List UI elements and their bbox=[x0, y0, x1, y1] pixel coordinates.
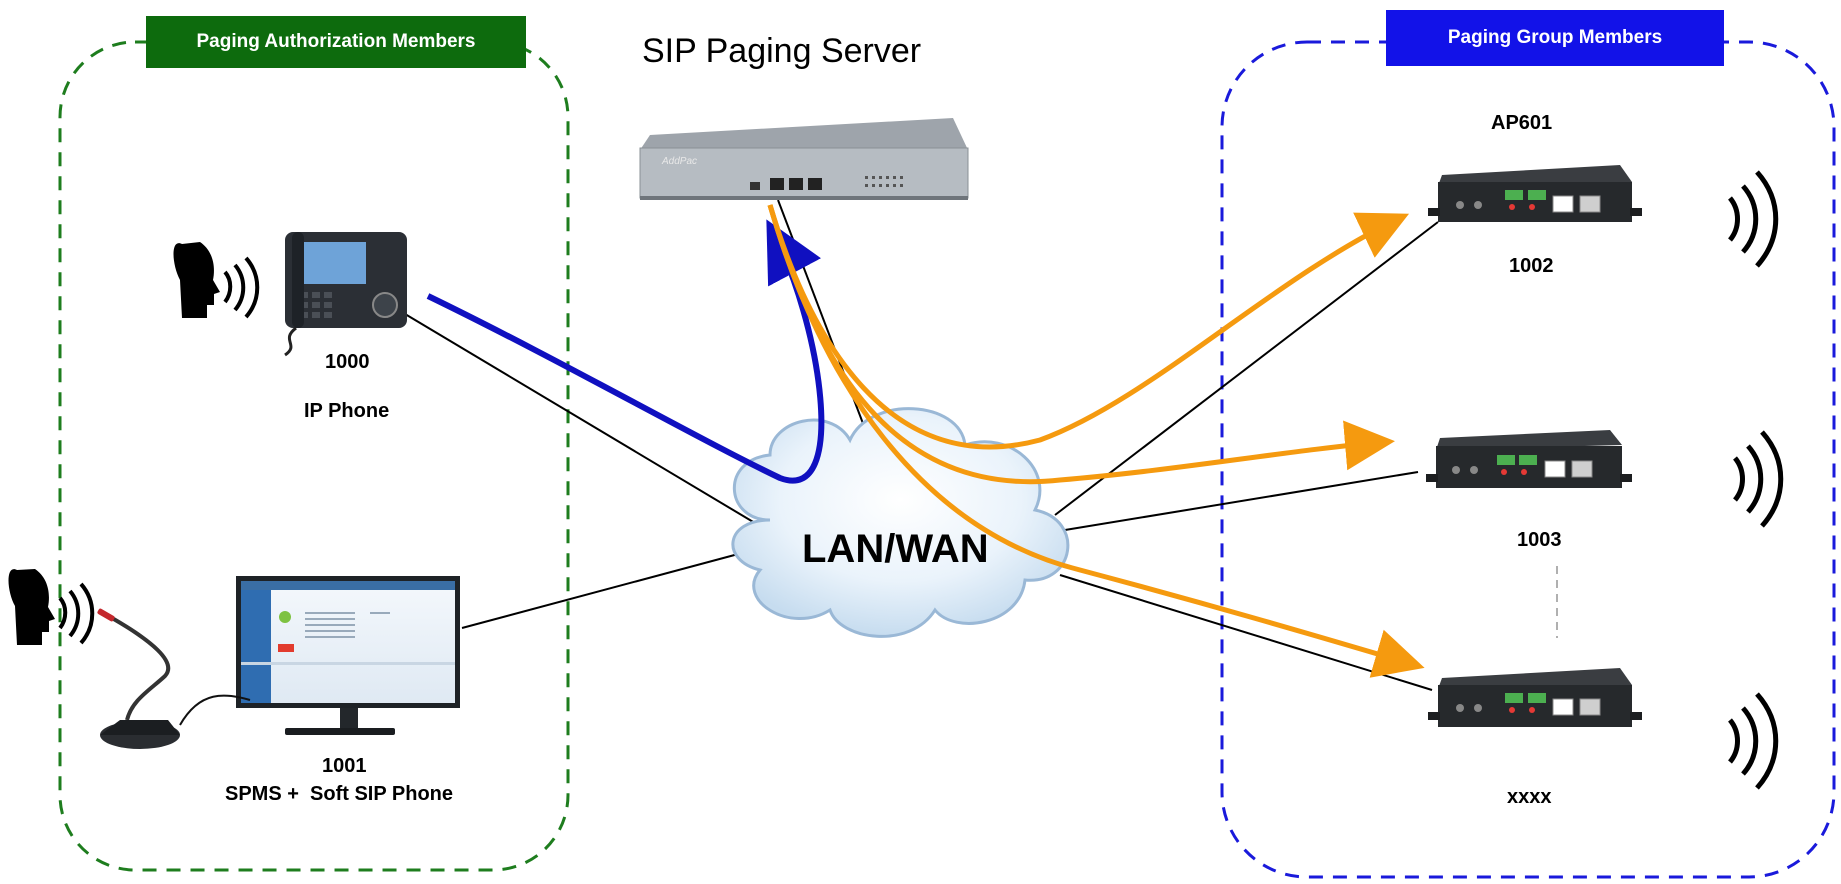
paging-arrows bbox=[767, 204, 1425, 678]
sound-waves bbox=[1727, 170, 1784, 790]
link-pc bbox=[461, 552, 743, 629]
paging-device-1002 bbox=[1428, 165, 1642, 222]
speaker-waves-phone bbox=[223, 256, 260, 319]
request-arrow bbox=[426, 219, 825, 484]
link-1003 bbox=[1064, 471, 1419, 531]
link-server bbox=[777, 199, 876, 456]
ip-phone-name: IP Phone bbox=[304, 400, 390, 422]
auth-group-header: Paging Authorization Members bbox=[146, 16, 526, 68]
paging-device-1003 bbox=[1426, 430, 1632, 488]
paging-group-header: Paging Group Members bbox=[1386, 10, 1724, 66]
ip-phone-device bbox=[284, 232, 407, 357]
soft-phone-ext: 1001 bbox=[322, 755, 367, 777]
speaker-head-phone bbox=[173, 242, 220, 318]
speaker-head-pc bbox=[8, 569, 55, 645]
speaker-waves-pc bbox=[58, 582, 95, 645]
page-arrow-1002 bbox=[767, 204, 1410, 450]
link-xxxx bbox=[1059, 574, 1433, 691]
server-brand: AddPac bbox=[662, 156, 698, 167]
ip-phone-ext: 1000 bbox=[325, 351, 370, 373]
paging-device-xxxx-ext: xxxx bbox=[1507, 786, 1552, 808]
sound-waves-1003 bbox=[1732, 430, 1784, 528]
server-title: SIP Paging Server bbox=[642, 32, 922, 70]
link-phone bbox=[394, 307, 776, 536]
network-label: LAN/WAN bbox=[802, 527, 989, 571]
paging-device-xxxx bbox=[1428, 668, 1642, 727]
paging-device-model: AP601 bbox=[1491, 112, 1553, 134]
soft-phone-name: SPMS + Soft SIP Phone bbox=[225, 783, 454, 805]
link-1002 bbox=[1054, 221, 1439, 516]
page-arrow-xxxx bbox=[767, 204, 1425, 678]
pc-monitor-device bbox=[236, 576, 460, 735]
microphone-device bbox=[97, 608, 251, 749]
sound-waves-1002 bbox=[1727, 170, 1779, 268]
network-links bbox=[394, 199, 1439, 691]
sound-waves-xxxx bbox=[1727, 692, 1779, 790]
paging-device-1002-ext: 1002 bbox=[1509, 255, 1554, 277]
paging-device-1003-ext: 1003 bbox=[1517, 529, 1562, 551]
sip-paging-server-device bbox=[639, 118, 969, 200]
